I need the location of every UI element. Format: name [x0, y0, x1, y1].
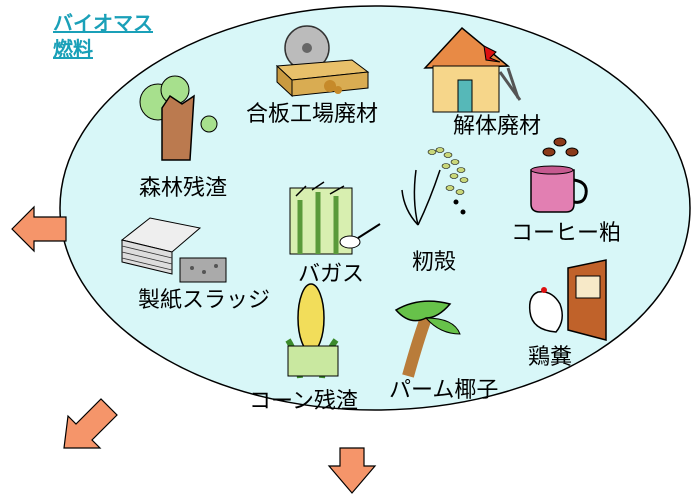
palm-tree-icon — [394, 300, 461, 378]
biomass-ellipse — [59, 5, 691, 411]
demolished-house-icon — [423, 26, 522, 113]
biomass-fuel-title: バイオマス 燃料 — [53, 10, 153, 62]
item-label-corn-residue: コーン残渣 — [249, 389, 358, 414]
down-arrow-icon — [327, 447, 377, 494]
coffee-cup-icon — [530, 137, 588, 213]
item-label-demolition: 解体廃材 — [453, 114, 542, 139]
left-arrow-icon — [11, 205, 67, 253]
down-left-arrow-icon — [63, 398, 118, 449]
sugarcane-icon — [289, 181, 381, 255]
plywood-saw-icon — [275, 25, 370, 98]
title-line-1: バイオマス — [53, 11, 153, 35]
item-label-rice-husk: 籾殻 — [412, 250, 457, 275]
item-label-paper-sludge: 製紙スラッジ — [138, 288, 271, 313]
title-line-2: 燃料 — [53, 37, 93, 61]
item-label-plywood: 合板工場廃材 — [246, 102, 379, 127]
item-label-coffee-grounds: コーヒー粕 — [511, 221, 622, 246]
item-label-palm: パーム椰子 — [389, 378, 499, 403]
paper-stack-icon — [120, 217, 227, 283]
rice-plant-icon — [401, 147, 469, 226]
corn-icon — [285, 283, 339, 379]
item-label-bagasse: バガス — [298, 262, 365, 287]
chicken-coop-icon — [528, 259, 607, 341]
item-label-forest-residue: 森林残渣 — [139, 176, 228, 201]
tree-stump-icon — [139, 75, 218, 161]
item-label-chicken-manure: 鶏糞 — [528, 345, 573, 370]
